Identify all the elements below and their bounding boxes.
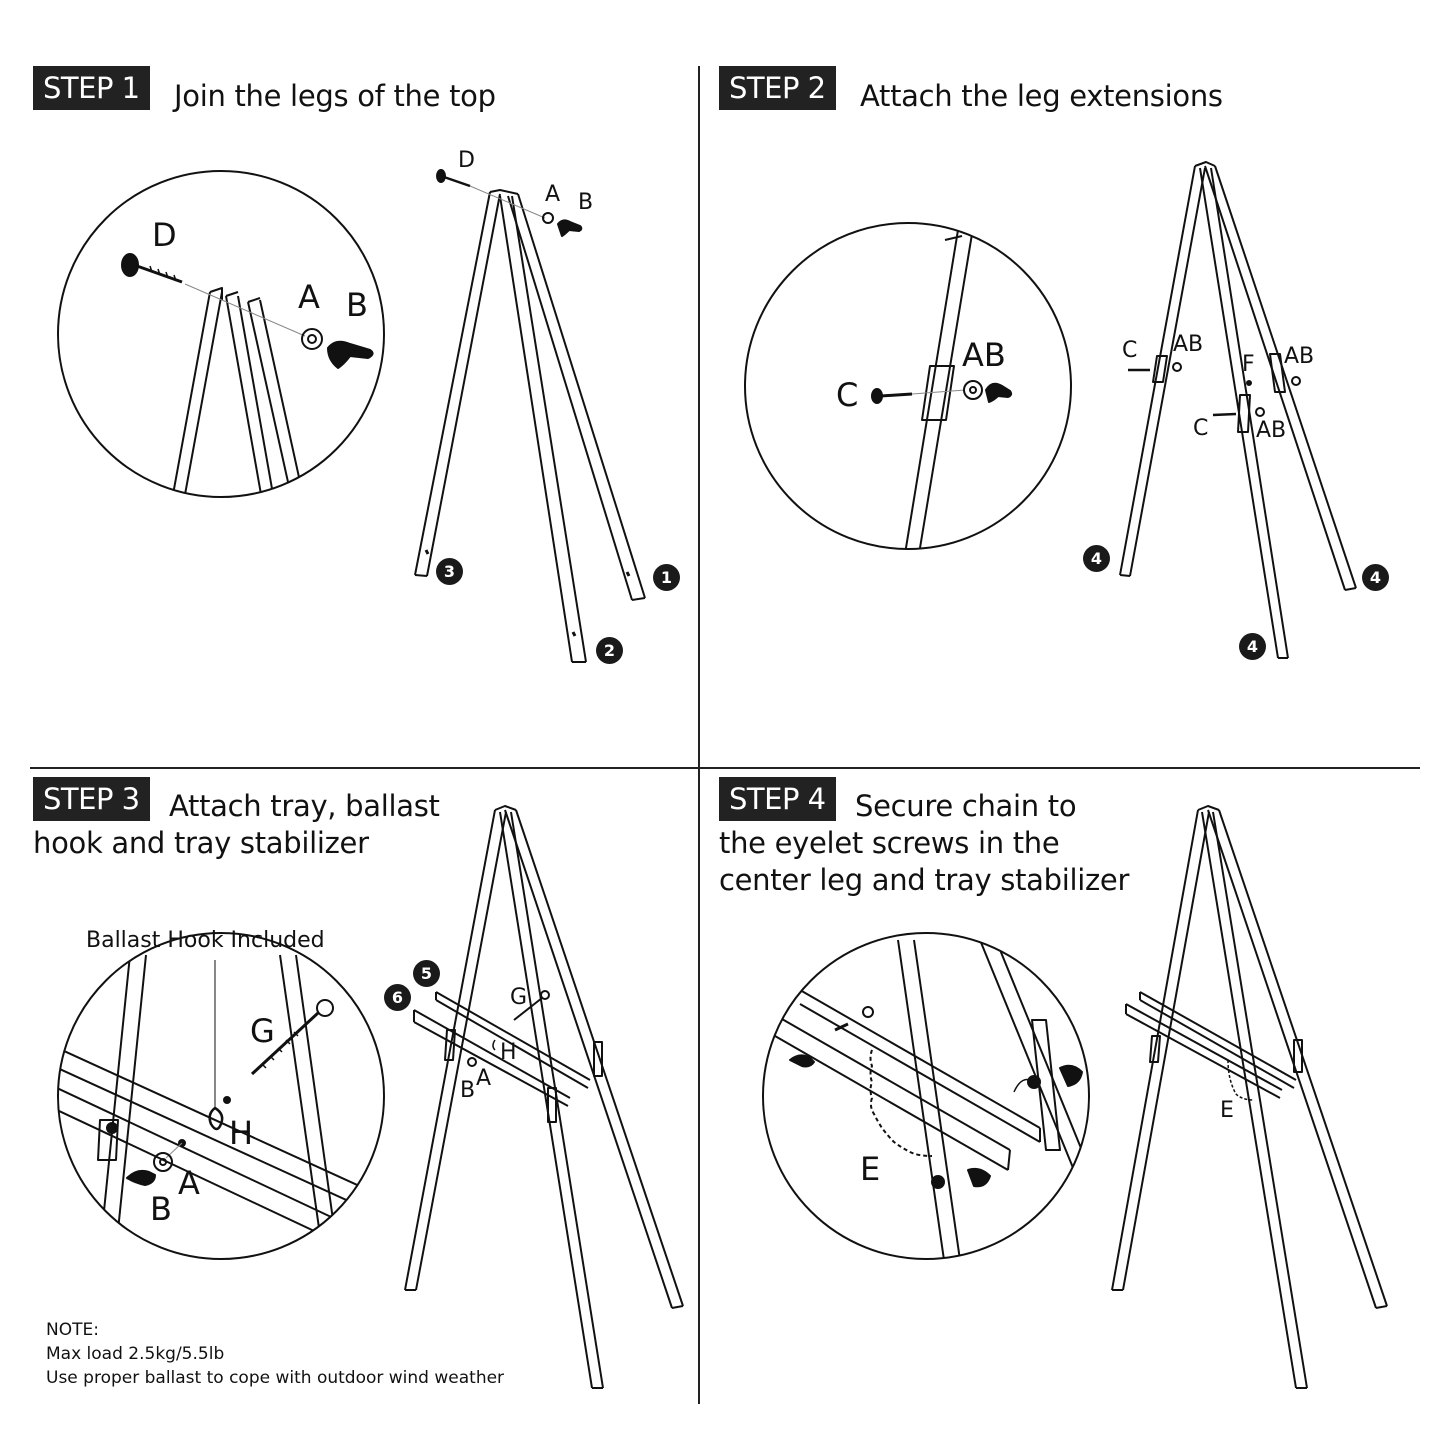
step2-title: Attach the leg extensions bbox=[860, 79, 1223, 113]
step2-label-f: F bbox=[1242, 352, 1255, 377]
step4-title-line1: Secure chain to bbox=[855, 789, 1077, 823]
step2-screw bbox=[871, 388, 913, 404]
step1-detail-circle bbox=[57, 170, 385, 498]
part-number-6: 6 bbox=[384, 984, 411, 1011]
leg-number-2: 2 bbox=[596, 637, 623, 664]
leg-number-4-center: 4 bbox=[1239, 633, 1266, 660]
ballast-hook-caption: Ballast Hook Included bbox=[86, 928, 325, 953]
step2-badge: STEP 2 bbox=[719, 66, 836, 110]
step1-label-d: D bbox=[458, 148, 475, 173]
step1-label-a: A bbox=[545, 182, 561, 207]
note-heading: NOTE: bbox=[46, 1320, 99, 1340]
step2-detail-label-c: C bbox=[836, 376, 859, 414]
step2-label-ab-center: AB bbox=[1256, 418, 1287, 443]
step1-label-b: B bbox=[578, 190, 594, 215]
step3-label-h: H bbox=[500, 1040, 517, 1065]
step3-detail-label-b: B bbox=[150, 1190, 172, 1228]
step4-detail-parts bbox=[774, 939, 1089, 1259]
step3-badge: STEP 3 bbox=[33, 777, 150, 821]
vertical-divider bbox=[698, 66, 700, 1404]
step2-detail-circle bbox=[744, 222, 1072, 550]
horizontal-divider bbox=[30, 767, 1420, 769]
step2-detail-label-ab: AB bbox=[962, 336, 1006, 374]
step1-detail-legs bbox=[171, 287, 305, 497]
leg-number-3: 3 bbox=[436, 558, 463, 585]
step4-detail-label-e: E bbox=[860, 1150, 881, 1188]
step1-detail-label-b: B bbox=[346, 286, 368, 324]
screw-icon bbox=[121, 253, 183, 284]
step4-easel bbox=[1111, 805, 1388, 1389]
step4-badge: STEP 4 bbox=[719, 777, 836, 821]
step1-title: Join the legs of the top bbox=[174, 79, 496, 113]
note-line-1: Max load 2.5kg/5.5lb bbox=[46, 1344, 225, 1364]
eyelet-screw-icon bbox=[250, 999, 334, 1076]
step3-detail-parts bbox=[58, 954, 384, 1259]
leg-number-4-right: 4 bbox=[1362, 564, 1389, 591]
note-line-2: Use proper ballast to cope with outdoor … bbox=[46, 1368, 505, 1388]
step1-detail-label-a: A bbox=[298, 278, 320, 316]
step3-detail-label-g: G bbox=[250, 1012, 275, 1050]
step4-title-line2: the eyelet screws in the bbox=[719, 826, 1060, 860]
step3-detail-label-a: A bbox=[178, 1164, 200, 1202]
step3-label-b: B bbox=[460, 1078, 476, 1103]
step2-label-c-center: C bbox=[1193, 416, 1209, 441]
step3-title-line2: hook and tray stabilizer bbox=[33, 826, 369, 860]
part-number-5: 5 bbox=[413, 960, 440, 987]
ballast-hook-icon bbox=[208, 1096, 231, 1131]
step4-label-e: E bbox=[1220, 1098, 1234, 1123]
step3-detail-label-h: H bbox=[229, 1114, 254, 1152]
step4-title-line3: center leg and tray stabilizer bbox=[719, 863, 1130, 897]
step2-easel bbox=[1119, 161, 1357, 659]
step1-detail-label-d: D bbox=[152, 216, 177, 254]
step2-label-ab-left: AB bbox=[1173, 332, 1204, 357]
step3-easel bbox=[404, 805, 684, 1389]
step1-easel bbox=[414, 169, 646, 663]
step3-title-line1: Attach tray, ballast bbox=[169, 789, 440, 823]
step2-label-ab-right: AB bbox=[1284, 344, 1315, 369]
chain-icon bbox=[862, 1006, 1041, 1189]
leg-number-4-left: 4 bbox=[1083, 545, 1110, 572]
wing-nut-icon bbox=[327, 340, 374, 369]
step3-label-a: A bbox=[476, 1066, 492, 1091]
step1-badge: STEP 1 bbox=[33, 66, 150, 110]
step2-label-c-left: C bbox=[1122, 338, 1138, 363]
step1-axis-line bbox=[184, 283, 306, 337]
washer-icon bbox=[301, 328, 323, 350]
step2-detail-leg bbox=[903, 229, 973, 549]
step4-detail-circle bbox=[762, 932, 1090, 1260]
step3-detail-circle bbox=[57, 932, 385, 1260]
step3-label-g: G bbox=[510, 985, 528, 1010]
leg-number-1: 1 bbox=[653, 564, 680, 591]
